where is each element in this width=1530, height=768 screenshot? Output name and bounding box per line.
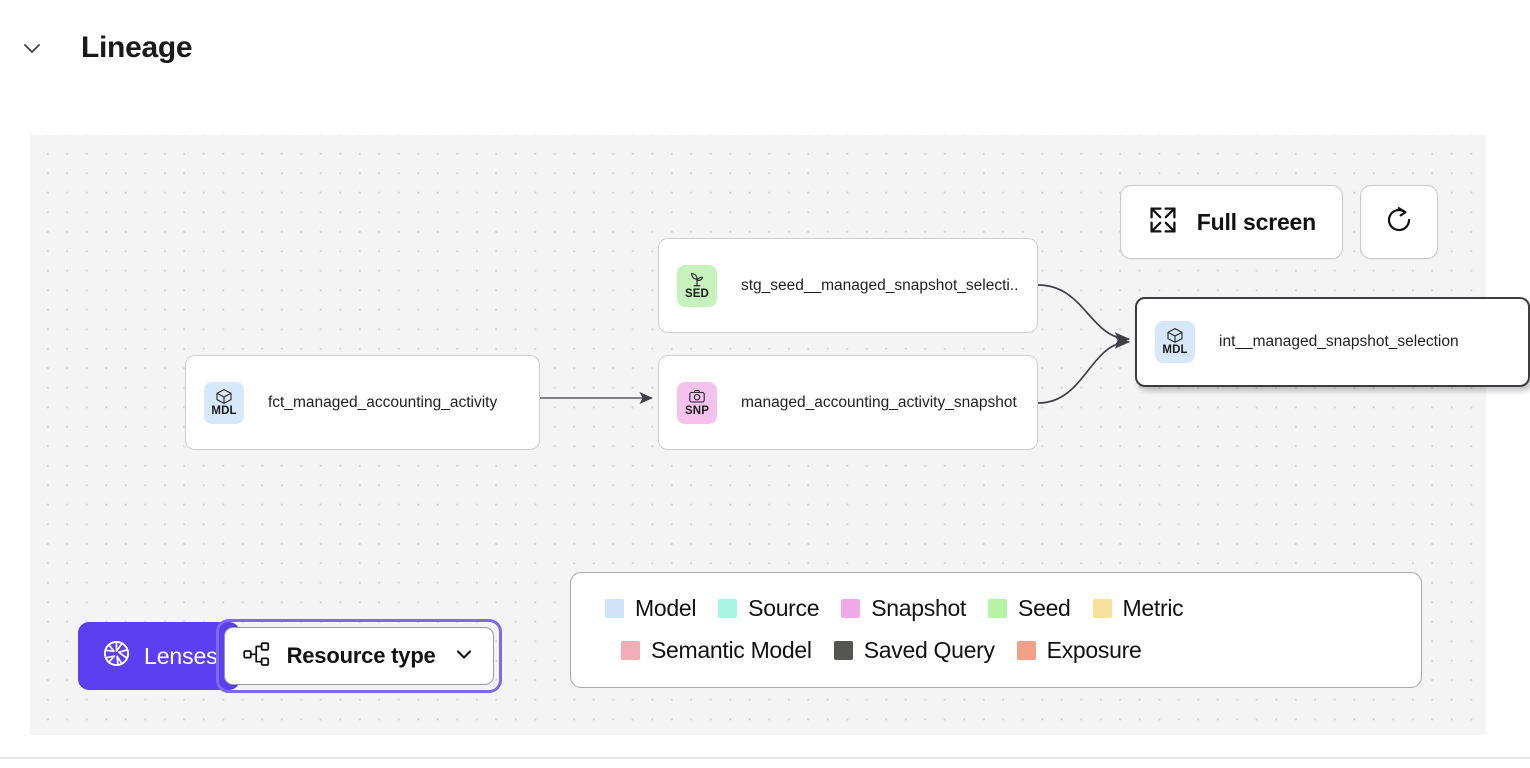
legend-swatch-metric: [1092, 598, 1112, 618]
node-badge-code: SNP: [685, 404, 709, 417]
edge-bezier-seed: [1037, 284, 1131, 346]
legend-swatch-snapshot: [841, 598, 861, 618]
node-label: int__managed_snapshot_selection: [1219, 333, 1459, 350]
aperture-icon: [102, 639, 131, 673]
legend-item-metric: Metric: [1092, 594, 1184, 622]
node-badge-mdl: MDL: [1155, 321, 1195, 363]
legend-label: Snapshot: [871, 594, 967, 621]
page-title: Lineage: [81, 31, 193, 64]
node-badge-code: MDL: [211, 404, 237, 417]
legend-label: Seed: [1018, 594, 1071, 621]
edge-bezier-snapshot: [1037, 335, 1131, 404]
node-badge-sed: SED: [677, 264, 717, 307]
legend-swatch-source: [718, 598, 738, 618]
legend-item-saved-query: Saved Query: [833, 636, 995, 664]
legend-label: Saved Query: [863, 636, 995, 663]
legend-row: Model Source Snapshot Seed Metric: [593, 587, 1399, 629]
node-badge-code: MDL: [1162, 344, 1188, 356]
full-screen-label: Full screen: [1196, 208, 1316, 235]
legend-label: Metric: [1122, 594, 1184, 621]
expand-arrows-icon: [1147, 204, 1179, 241]
legend-label: Semantic Model: [651, 636, 812, 663]
legend-swatch-semantic-model: [621, 640, 640, 660]
legend-label: Exposure: [1046, 636, 1142, 663]
cube-icon: [215, 388, 233, 405]
footer-divider: [0, 757, 1530, 759]
camera-icon: [688, 388, 706, 405]
legend-swatch-seed: [988, 598, 1008, 618]
lineage-node-snapshot[interactable]: SNP managed_accounting_activity_snapshot: [658, 355, 1038, 450]
node-badge-snp: SNP: [677, 381, 717, 424]
node-label: managed_accounting_activity_snapshot: [741, 393, 1017, 411]
canvas-toolbar: Full screen: [1119, 185, 1438, 259]
node-label: fct_managed_accounting_activity: [268, 393, 498, 411]
legend-item-semantic-model: Semantic Model: [621, 637, 812, 664]
legend-item-snapshot: Snapshot: [841, 595, 966, 622]
lineage-node-model-int[interactable]: MDL int__managed_snapshot_selection: [1135, 297, 1530, 387]
legend-item-exposure: Exposure: [1016, 636, 1142, 664]
legend-swatch-saved-query: [833, 640, 853, 660]
lineage-node-seed-stg[interactable]: SED stg_seed__managed_snapshot_selecti..…: [658, 238, 1038, 333]
lineage-legend: Model Source Snapshot Seed Metric: [570, 572, 1422, 688]
legend-swatch-model: [605, 598, 624, 618]
lenses-label: Lenses: [144, 642, 218, 669]
node-badge-mdl: MDL: [204, 381, 244, 424]
lineage-node-model-fct[interactable]: MDL fct_managed_accounting_activity: [185, 355, 540, 450]
node-label: stg_seed__managed_snapshot_selecti...: [741, 276, 1019, 294]
legend-label: Source: [748, 594, 820, 621]
hierarchy-icon: [242, 641, 271, 672]
legend-swatch-exposure: [1016, 640, 1036, 660]
legend-item-model: Model: [605, 595, 696, 622]
lenses-button[interactable]: Lenses: [78, 622, 240, 690]
lineage-canvas[interactable]: MDL fct_managed_accounting_activity SED …: [30, 135, 1530, 735]
cube-icon: [1166, 327, 1184, 344]
lineage-controls: Lenses Resource type: [78, 619, 502, 693]
legend-item-source: Source: [718, 594, 820, 622]
resource-type-label: Resource type: [286, 643, 436, 668]
refresh-button[interactable]: [1360, 185, 1438, 259]
legend-row: Semantic Model Saved Query Exposure: [593, 629, 1399, 671]
lineage-section-header: Lineage: [0, 18, 193, 78]
full-screen-button[interactable]: Full screen: [1119, 185, 1343, 259]
node-badge-code: SED: [685, 287, 709, 300]
legend-label: Model: [635, 594, 697, 621]
resource-type-dropdown[interactable]: Resource type: [223, 627, 494, 685]
refresh-icon: [1383, 204, 1415, 241]
sprout-icon: [688, 271, 706, 288]
chevron-down-icon: [452, 642, 476, 671]
resource-type-focus-ring: Resource type: [215, 619, 502, 693]
legend-item-seed: Seed: [988, 595, 1071, 622]
chevron-down-icon[interactable]: [0, 18, 64, 78]
